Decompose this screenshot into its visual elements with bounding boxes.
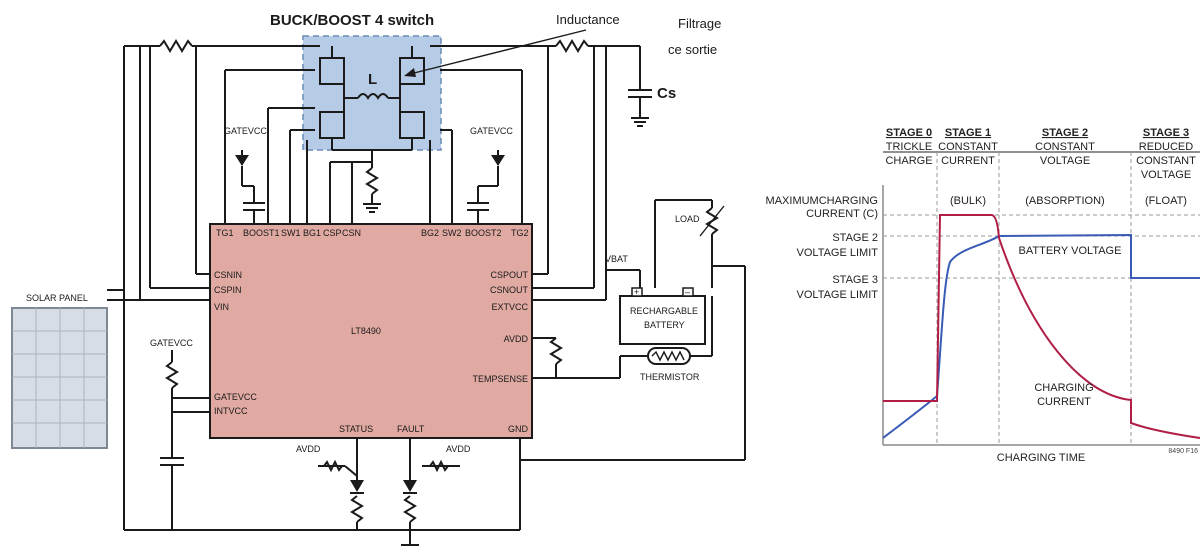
schematic: SOLAR PANEL BUCK/BOOST 4 switch Inductan… [11,12,746,546]
solar-panel: SOLAR PANEL [11,293,108,449]
y-label-max-current-1: MAXIMUMCHARGING [766,195,878,207]
gatevcc-top-right: GATEVCC [470,126,513,136]
rechargeable-battery: + – RECHARGABLE BATTERY [619,287,706,345]
battery-voltage-label: BATTERY VOLTAGE [1019,245,1122,257]
pin-intvcc: INTVCC [214,406,248,416]
pin-boost1: BOOST1 [243,228,280,238]
vbat-label: VBAT [605,254,628,264]
stage-0-line1: TRICKLE [886,141,932,153]
stage-2-line1: CONSTANT [1035,141,1095,153]
chip-name: LT8490 [351,326,381,336]
pin-csn: CSN [342,228,361,238]
y-label-stage2-2: VOLTAGE LIMIT [797,247,879,259]
power-stage [319,46,425,151]
pin-tempsense: TEMPSENSE [472,374,528,384]
pin-bg2: BG2 [421,228,439,238]
battery-plus: + [634,287,639,297]
buck-boost-highlight [302,35,442,151]
load: LOAD [654,199,725,288]
stage-3-title: STAGE 3 [1143,127,1189,139]
charging-current-label-2: CURRENT [1037,396,1091,408]
stage-1-line2: CURRENT [941,155,995,167]
gatevcc-left: GATEVCC [150,338,193,348]
gatevcc-top-left: GATEVCC [224,126,267,136]
lt8490-chip [209,223,533,439]
stage-2-title: STAGE 2 [1042,127,1088,139]
phase-bulk: (BULK) [950,195,986,207]
schematic-wires [107,39,746,546]
filter-label-1: Filtrage [678,16,721,31]
pin-boost2: BOOST2 [465,228,502,238]
pin-tg2: TG2 [511,228,529,238]
pin-sw2: SW2 [442,228,462,238]
y-label-stage3-2: VOLTAGE LIMIT [797,289,879,301]
pin-csp: CSP [323,228,342,238]
avdd-status: AVDD [296,444,321,454]
pin-csnin: CSNIN [214,270,242,280]
stage-3-line2: CONSTANT [1136,155,1196,167]
stage-3-line3: VOLTAGE [1141,169,1191,181]
pin-tg1: TG1 [216,228,234,238]
inductance-arrowhead [404,68,416,77]
battery-label-2: BATTERY [644,320,685,330]
stage-3-header: STAGE 3 REDUCED CONSTANT VOLTAGE [1136,127,1196,181]
pin-avdd: AVDD [504,334,529,344]
stage-1-header: STAGE 1 CONSTANT CURRENT [938,127,998,167]
stage-2-header: STAGE 2 CONSTANT VOLTAGE [1035,127,1095,167]
inductor-symbol: L [368,71,377,88]
filter-label-2: ce sortie [668,42,717,57]
pin-fault: FAULT [397,424,425,434]
avdd-fault: AVDD [446,444,471,454]
stage-1-title: STAGE 1 [945,127,991,139]
inductance-label: Inductance [556,12,620,27]
stage-2-line2: VOLTAGE [1040,155,1090,167]
y-label-max-current-2: CURRENT (C) [806,208,878,220]
pin-csnout: CSNOUT [490,285,529,295]
stage-0-line2: CHARGE [885,155,932,167]
thermistor-label: THERMISTOR [640,372,700,382]
charging-current-label-1: CHARGING [1034,382,1093,394]
stage-0-title: STAGE 0 [886,127,932,139]
x-axis-label: CHARGING TIME [997,452,1085,464]
charging-current-curve [883,214,1201,439]
pin-bg1: BG1 [303,228,321,238]
stage-1-line1: CONSTANT [938,141,998,153]
inductance-arrow [409,29,587,75]
thermistor: THERMISTOR [640,347,700,382]
battery-label-1: RECHARGABLE [630,306,698,316]
pin-cspin: CSPIN [214,285,242,295]
pin-extvcc: EXTVCC [491,302,528,312]
pin-vin: VIN [214,302,229,312]
solar-panel-label: SOLAR PANEL [26,293,88,303]
pin-status: STATUS [339,424,373,434]
load-label: LOAD [675,214,700,224]
stage-3-line1: REDUCED [1139,141,1193,153]
battery-voltage-curve [882,233,1200,439]
figure-id: 8490 F16 [1168,448,1198,455]
phase-float: (FLOAT) [1145,195,1187,207]
buck-boost-title: BUCK/BOOST 4 switch [270,12,434,29]
pin-gnd: GND [508,424,529,434]
y-label-stage3-1: STAGE 3 [832,274,878,286]
pin-sw1: SW1 [281,228,301,238]
battery-minus: – [685,287,690,297]
y-label-stage2-1: STAGE 2 [832,232,878,244]
stage-0-header: STAGE 0 TRICKLE CHARGE [885,127,932,167]
cs-label: Cs [657,85,676,102]
phase-absorption: (ABSORPTION) [1025,195,1104,207]
charging-graph: STAGE 0 TRICKLE CHARGE STAGE 1 CONSTANT … [766,127,1201,464]
pin-gatevcc: GATEVCC [214,392,257,402]
pin-cspout: CSPOUT [490,270,528,280]
